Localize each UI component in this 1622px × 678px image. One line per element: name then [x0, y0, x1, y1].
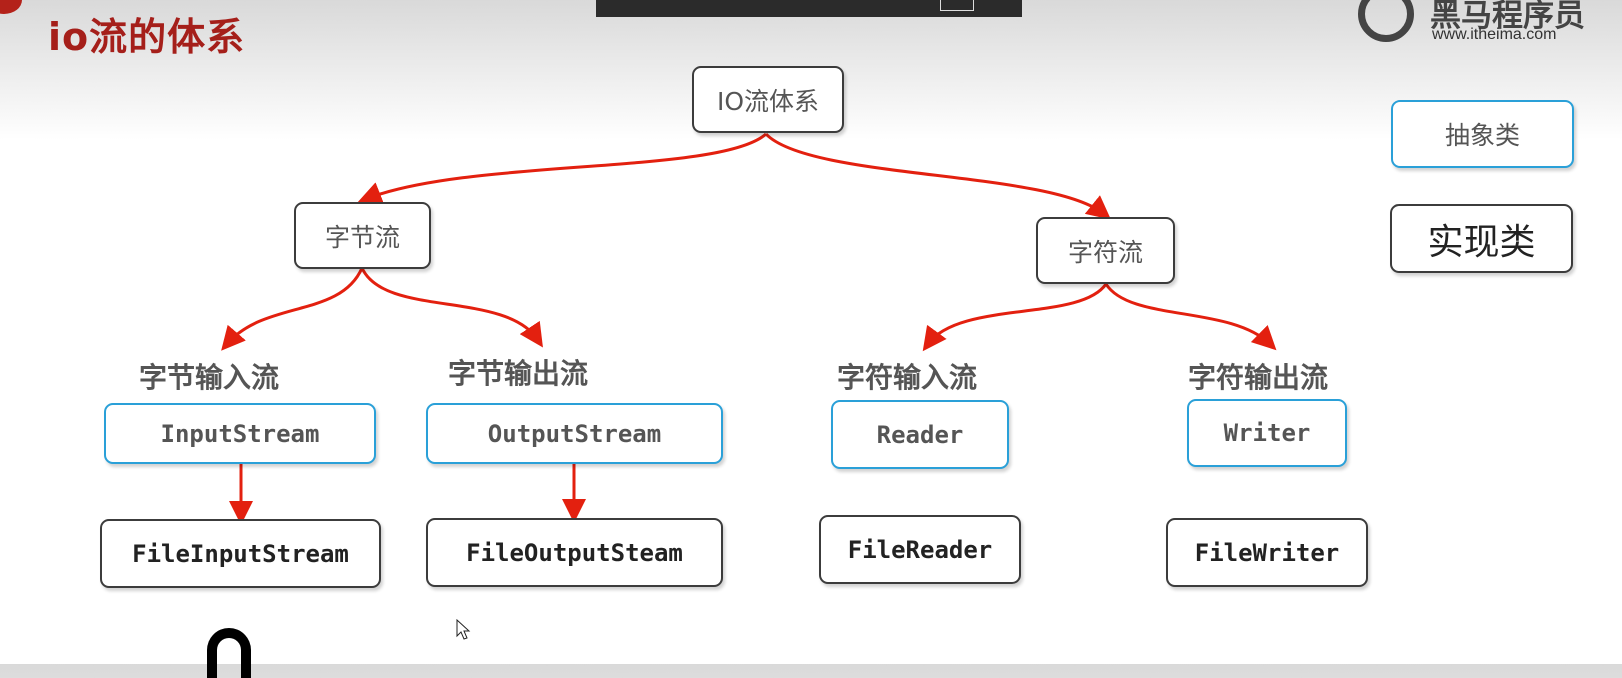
- brand-logo: 黑马程序员 www.itheima.com: [1358, 0, 1608, 50]
- arrow-root-to-byte: [357, 132, 767, 205]
- char-stream-node: 字符流: [1036, 217, 1175, 284]
- byte-stream-node: 字节流: [294, 202, 431, 269]
- arrow-byte-to-output: [360, 267, 543, 348]
- filewriter-node: FileWriter: [1166, 518, 1368, 587]
- root-node: IO流体系: [692, 66, 844, 133]
- legend-impl-class: 实现类: [1390, 204, 1573, 273]
- arrow-char-to-input: [922, 283, 1108, 352]
- byte-input-heading: 字节输入流: [139, 361, 280, 394]
- arrow-byte-to-input: [221, 267, 364, 351]
- char-output-heading: 字符输出流: [1188, 361, 1329, 394]
- fileinputstream-node: FileInputStream: [100, 519, 381, 588]
- char-input-heading: 字符输入流: [837, 361, 978, 394]
- slide-title: io流的体系: [48, 15, 246, 59]
- fileoutputsteam-node: FileOutputSteam: [426, 518, 723, 587]
- fullscreen-icon[interactable]: [940, 0, 974, 11]
- partial-glyph-decoration: [207, 628, 251, 678]
- brand-url: www.itheima.com: [1432, 26, 1557, 43]
- brand-name: 黑马程序员: [1430, 0, 1585, 34]
- legend-abstract-class: 抽象类: [1391, 100, 1574, 168]
- video-toolbar-strip[interactable]: [596, 0, 1022, 17]
- byte-output-heading: 字节输出流: [448, 357, 589, 390]
- filereader-node: FileReader: [819, 515, 1021, 584]
- outputstream-node: OutputStream: [426, 403, 723, 464]
- inputstream-node: InputStream: [104, 403, 376, 464]
- horse-logo-icon: [1358, 0, 1414, 42]
- writer-node: Writer: [1187, 399, 1347, 467]
- arrow-root-to-char: [764, 132, 1111, 220]
- hierarchy-arrows: [221, 132, 1277, 525]
- mouse-cursor-icon: [456, 619, 471, 640]
- reader-node: Reader: [831, 400, 1009, 469]
- arrow-char-to-output: [1104, 283, 1277, 351]
